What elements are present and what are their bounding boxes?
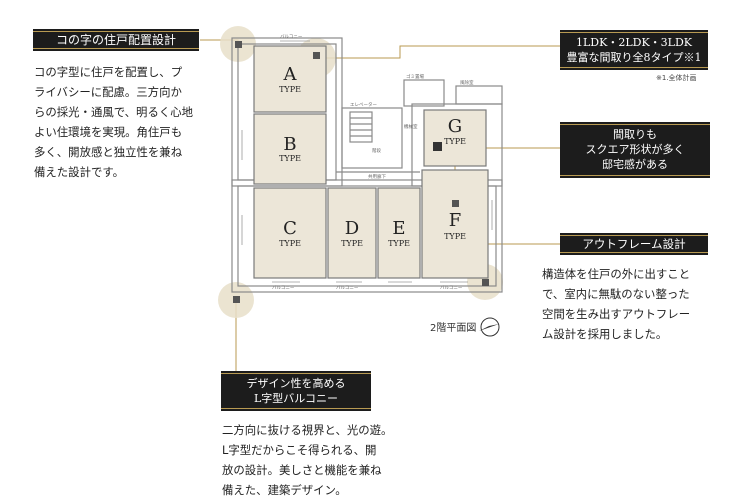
callout-balcony-body: 二方向に抜ける視界と、光の遊。 L字型だからこそ得られる、開 放の設計。美しさと… [222, 423, 393, 497]
unit-d-type: TYPE [341, 239, 363, 248]
building-outline [231, 37, 503, 293]
unit-a-type: TYPE [279, 85, 301, 94]
plan-caption: 2階平面図 [430, 322, 476, 334]
callout-layouts-title-1: 1LDK・2LDK・3LDK [575, 36, 693, 49]
callout-layouts-title-2: 豊富な間取り全8タイプ※1 [566, 51, 702, 64]
callout-outframe-title-box: アウトフレーム設計 [560, 233, 708, 255]
unit-f-letter: F [449, 210, 462, 231]
column-a [235, 41, 242, 48]
callout-balcony-title-box: デザイン性を高める L字型バルコニー [221, 371, 371, 411]
callout-square-title-2: スクエア形状が多く [585, 143, 685, 156]
leader-layouts [318, 45, 560, 59]
unit-g-letter: G [448, 116, 462, 137]
unit-g-type: TYPE [444, 137, 466, 146]
unit-d [327, 187, 377, 279]
unit-g [423, 109, 487, 167]
balcony-marks [241, 40, 493, 283]
label-balcony-bottom-2: バルコニー [336, 285, 359, 291]
column-e [233, 296, 240, 303]
units [253, 45, 489, 279]
unit-a-letter: A [283, 64, 298, 85]
unit-f-type: TYPE [444, 232, 466, 241]
callout-square-title-3: 邸宅感がある [602, 158, 668, 171]
unit-c-letter: C [283, 218, 297, 239]
callout-u-shape-title: コの字の住戸配置設計 [55, 33, 176, 47]
callout-outframe-body: 構造体を住戸の外に出すこと で、室内に無駄のない整った 空間を生み出すアウトフレ… [542, 267, 691, 341]
entrance-block [403, 79, 445, 107]
unit-b-type: TYPE [279, 154, 301, 163]
unit-b [253, 113, 327, 185]
unit-b-letter: B [283, 134, 296, 155]
callout-balcony-title-2: L字型バルコニー [253, 392, 339, 405]
unit-f [421, 169, 489, 279]
unit-letters: A TYPE B TYPE C TYPE D TYPE E TYPE F TYP… [279, 64, 466, 248]
column-markers [233, 41, 489, 303]
unit-e-type: TYPE [388, 239, 410, 248]
column-d [482, 279, 489, 286]
label-machine: 機械室 [404, 123, 418, 130]
column-c [452, 200, 459, 207]
callout-square-title-1: 間取りも [613, 128, 657, 141]
unit-e-letter: E [392, 218, 405, 239]
callout-square-title-box: 間取りも スクエア形状が多く 邸宅感がある [560, 122, 710, 178]
column-b [313, 52, 320, 59]
callout-layouts-title-box: 1LDK・2LDK・3LDK 豊富な間取り全8タイプ※1 [560, 30, 708, 70]
label-entrance: 風除室 [460, 79, 474, 86]
unit-c [253, 187, 327, 279]
callout-balcony-title-1: デザイン性を高める [246, 377, 346, 390]
label-trash: ゴミ置場 [406, 73, 424, 80]
machine-room-block [455, 85, 503, 105]
stairs-block [349, 111, 373, 143]
label-balcony-bottom-1: バルコニー [272, 285, 295, 291]
label-elevator-hall: エレベーター [350, 101, 377, 108]
callout-u-shape-body: コの字型に住戸を配置し、プ ライバシーに配慮。三方向か らの採光・通風で、明るく… [34, 65, 194, 179]
bottom-wing-inner [237, 185, 497, 287]
label-stairs: 階段 [372, 147, 381, 154]
label-corridor: 共用廊下 [368, 173, 386, 180]
callout-outframe-title: アウトフレーム設計 [582, 237, 686, 251]
core-outline [341, 107, 403, 169]
callout-layouts-note: ※1.全体計画 [656, 74, 697, 82]
bottom-wing-outline [231, 179, 503, 293]
plan-small-labels: エレベーター 共用廊下 階段 ゴミ置場 風除室 機械室 バルコニー バルコニー … [272, 34, 474, 291]
north-arrow-icon [479, 317, 500, 337]
column-f [433, 142, 442, 151]
callout-u-shape-title-box: コの字の住戸配置設計 [33, 29, 199, 51]
label-balcony-bottom-3: バルコニー [440, 285, 463, 291]
unit-e [377, 187, 421, 279]
unit-d-letter: D [345, 218, 359, 239]
label-balcony-top: バルコニー [280, 34, 303, 40]
unit-c-type: TYPE [279, 239, 301, 248]
